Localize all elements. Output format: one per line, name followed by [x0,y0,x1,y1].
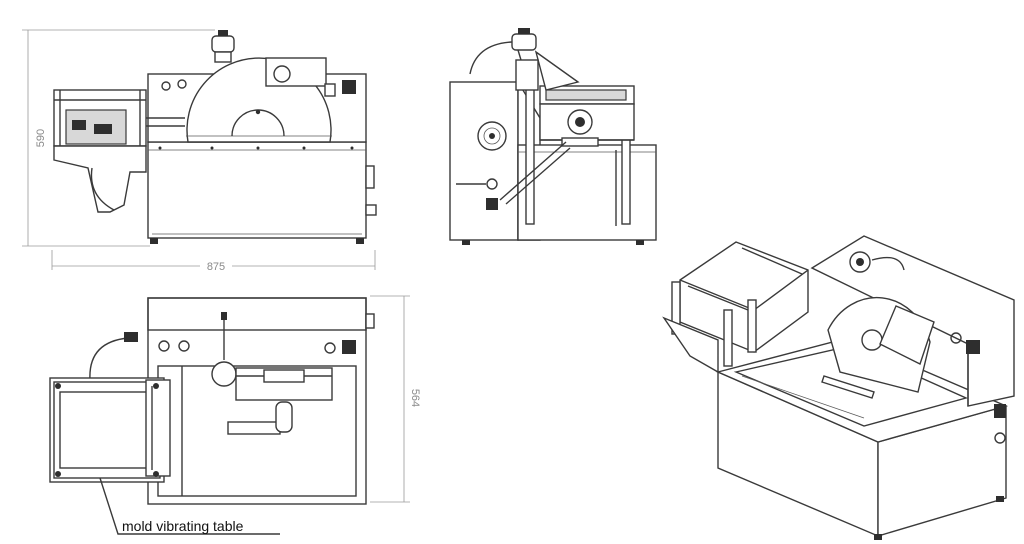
top-view: 564 [49,295,421,535]
height-dimension-label: 590 [35,129,47,147]
mold-vibrating-table-label: mold vibrating table [122,518,244,534]
depth-dimension-label: 564 [409,389,421,407]
side-view [449,28,657,245]
width-dimension-label: 875 [207,261,225,273]
front-view: 590 875 [22,29,377,273]
isometric-view [662,235,1015,540]
